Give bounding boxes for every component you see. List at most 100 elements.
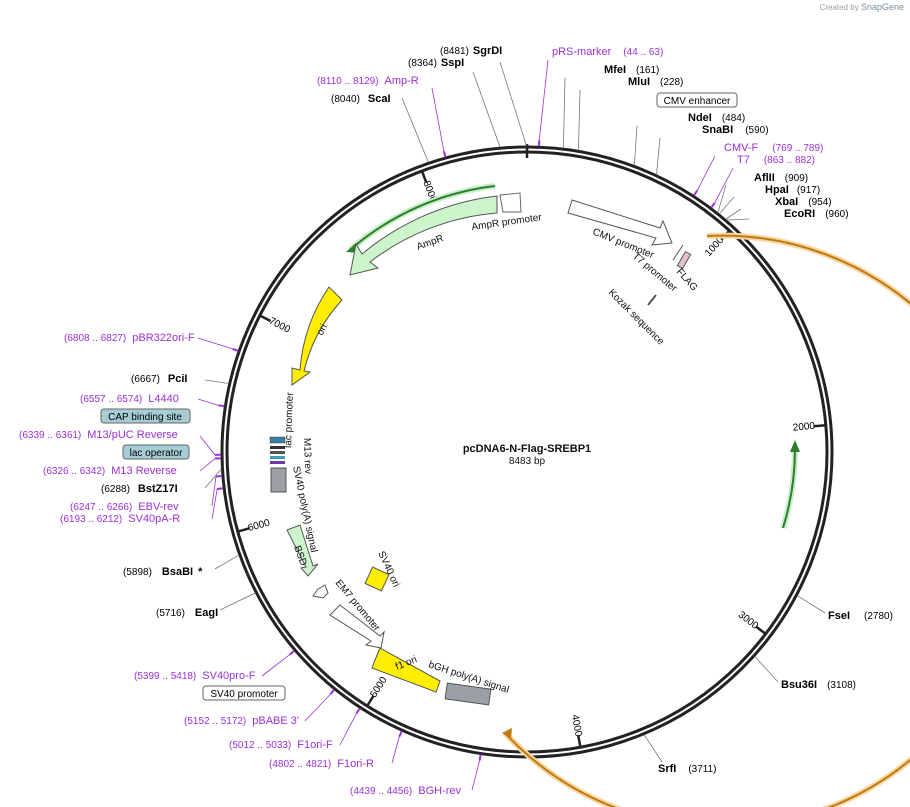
primer-l4440: (6557 .. 6574)L4440 [80,393,179,405]
primer-leader-line [211,488,218,520]
primer-leader-line [261,654,290,677]
site-ndei: NdeI(484) [688,112,745,124]
primer-f1ori-r: (4802 .. 4821)F1ori-R [269,758,374,770]
tick-label: 6000 [247,517,272,534]
primer-mark [329,688,335,695]
site-leader-line [643,734,663,763]
lac-operator-box [122,444,190,460]
site-leader-line [633,125,638,166]
amp-green-arrow [349,185,496,251]
t7-promoter-label: T7 promoter [630,251,679,295]
site-leader-line [718,196,735,215]
primer-leader-line [538,59,549,141]
site-leader-line [656,137,661,175]
site-leader-line [204,468,222,489]
site-leader-line [204,379,229,384]
insert-arc-glow [502,232,910,807]
cap-site-feature [270,446,285,449]
site-ecori: EcoRI(960) [784,208,849,220]
primer-amp-r: (8110 .. 8129)Amp-R [317,75,419,87]
site-bsu36i: Bsu36I(3108) [781,679,856,691]
primer-t7: T7(863 .. 882) [737,154,815,166]
cmv-promoter-feature [567,199,673,246]
f1-ori-feature [371,647,441,693]
site-hpai: HpaI(917) [765,184,820,196]
ampr-label: AmpR [415,233,445,253]
cap-binding-site-label: CAP binding site [108,412,182,423]
sv40-ori-feature [364,566,390,592]
plasmid-name: pcDNA6-N-Flag-SREBP1 [463,443,591,455]
primer-leader-line [199,435,216,456]
primer-leader-line [471,760,481,791]
lac-operator-label: lac operator [130,448,183,459]
bsd-green-arrowhead [790,440,800,452]
site-leader-line [797,595,826,614]
em7-promoter-feature [312,584,329,599]
tick-mark [813,423,826,428]
ori-feature [291,286,343,386]
tick-mark [259,314,272,323]
insert-arrowhead [502,728,512,739]
tick-mark [755,625,767,635]
site-leader-line [726,218,750,221]
cmv-enhancer-label: CMV enhancer [664,96,731,107]
primer-sv40pro-f: (5399 .. 5418)SV40pro-F [134,670,256,682]
primer-pbabe-3: (5152 .. 5172)pBABE 3' [184,715,299,727]
primer-prs-marker: pRS-marker(44 .. 63) [552,46,663,58]
primer-leader-line [199,458,216,472]
t7-promoter-feature [672,244,684,261]
site-leader-line [219,592,256,611]
plasmid-length: 8483 bp [509,456,546,467]
site-aflii: AflII(909) [754,172,808,184]
primer-sv40pa-r: (6193 .. 6212)SV40pA-R [60,513,180,525]
primer-mark [693,189,699,197]
m13-pUC-feature [270,461,285,464]
site-xbai: XbaI(954) [775,196,832,208]
site-scai: (8040)ScaI [331,93,391,105]
bsd-feature [286,524,319,577]
tick-mark [420,170,428,183]
site-pcii: (6667)PciI [131,373,187,385]
flag-label: FLAG [674,267,700,294]
primer-leader-line [714,167,734,204]
primer-cmv-f: CMV-F(769 .. 789) [724,142,823,154]
site-sgrdi: (8481)SgrDI [440,45,502,57]
site-bsabi: (5898)BsaBI* [123,566,203,578]
primer-mark [398,730,403,738]
site-eagi: (5716)EagI [156,607,218,619]
tick-mark [237,527,250,533]
kozak-feature [647,294,657,306]
sv40-promoter-feature [329,604,385,649]
primer-leader-line [431,87,445,152]
tick-label: 2000 [792,421,816,434]
site-fsei: FseI(2780) [828,610,893,622]
primer-mark [217,487,224,490]
ampr-feature [349,195,498,276]
primer-m13-puc-reverse: (6339 .. 6361)M13/pUC Reverse [19,429,178,441]
site-mfei: MfeI(161) [604,64,659,76]
primer-leader-line [304,693,331,722]
created-by-text: Created by [819,3,859,12]
sv40-polya-feature [270,467,287,493]
primer-mark [232,347,239,352]
primer-mark [289,649,295,656]
primer-leader-line [696,155,716,191]
primer-mark [218,404,225,408]
primer-m13-reverse: (6326 .. 6342)M13 Reverse [43,465,177,477]
tick-mark [577,735,582,748]
site-bstz17i: (6288)BstZ17I [101,483,178,495]
primer-f1ori-f: (5012 .. 5033)F1ori-F [229,739,333,751]
boxed-feature-labels: CMV enhancer CAP binding site lac operat… [100,92,738,701]
site-sspi: (8364)SspI [408,57,464,69]
site-leader-line [563,77,566,149]
primer-leader-line [197,337,233,350]
site-leader-line [754,656,779,683]
sv40-promoter-label: SV40 promoter [210,689,278,700]
primer-ebv-rev: (6247 .. 6266)EBV-rev [70,501,179,513]
primer-labels: pRS-marker(44 .. 63) CMV-F(769 .. 789) T… [19,46,823,797]
restriction-site-labels: (8481)SgrDI (8364)SspI MfeI(161) MluI(22… [101,45,893,775]
tick-label: 7000 [267,316,292,336]
site-leader-line [214,554,240,570]
cap-binding-site-box [100,408,191,424]
insert-arc [504,234,910,807]
